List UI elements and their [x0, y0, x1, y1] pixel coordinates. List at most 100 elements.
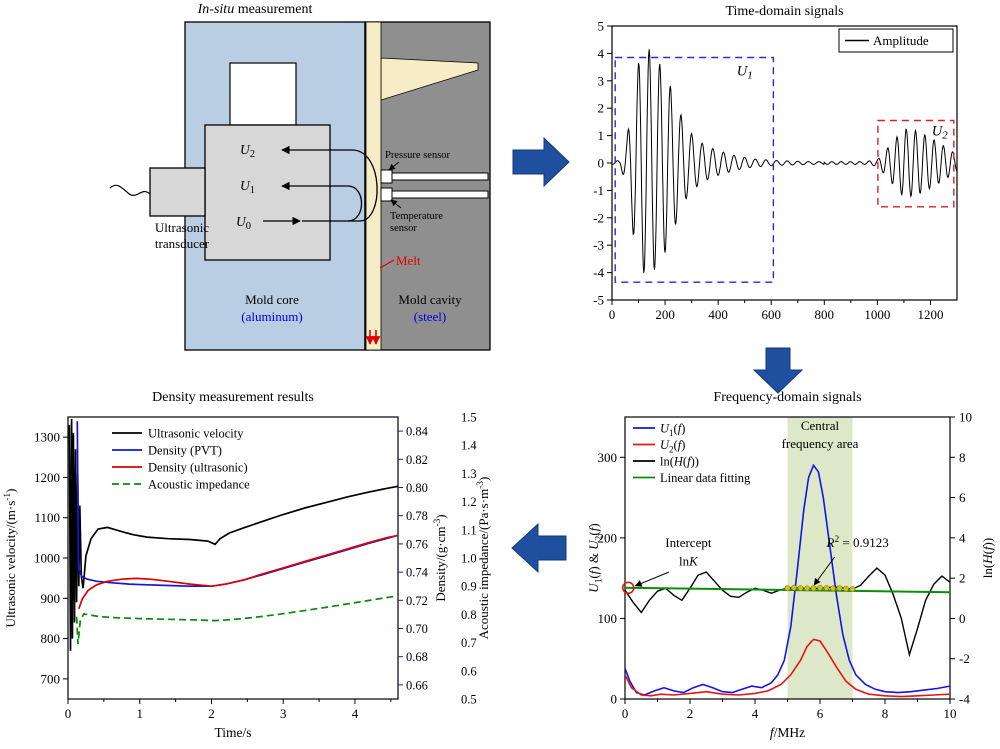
fit-point	[810, 585, 817, 592]
temperature-sensor-bar	[391, 190, 489, 199]
series-acoustic-impedance	[75, 594, 398, 645]
time-legend: Amplitude	[838, 28, 954, 53]
series-ultrasonic-velocity	[68, 418, 398, 651]
mold-core-label: Mold core	[245, 292, 299, 307]
svg-text:900: 900	[41, 591, 61, 606]
schematic-panel: In-situ measurement	[0, 0, 555, 385]
u1u2-axis-label: U1(f) & U2(f)	[586, 523, 604, 592]
svg-text:-3: -3	[593, 238, 604, 253]
svg-text:0.9: 0.9	[461, 580, 477, 594]
series-density-ultrasonic-	[77, 534, 398, 610]
svg-text:1.2: 1.2	[461, 495, 477, 509]
u2-echo-path	[281, 145, 378, 222]
svg-text:1.0: 1.0	[461, 552, 477, 566]
density-xlabel: Time/s	[214, 725, 251, 740]
region-box-u2	[877, 119, 955, 208]
intercept-circle-marker	[621, 581, 635, 595]
region-box-label: U2	[932, 124, 948, 142]
svg-text:4: 4	[959, 530, 966, 545]
mold-cavity-label: Mold cavity	[398, 292, 462, 307]
fit-point	[830, 585, 836, 592]
svg-text:Ultrasonic velocity: Ultrasonic velocity	[148, 427, 244, 441]
fit-point	[804, 585, 810, 592]
svg-text:1.5: 1.5	[461, 411, 477, 425]
svg-text:3: 3	[280, 706, 287, 721]
region-box-u1	[614, 56, 775, 283]
density-chart-title: Density measurement results	[152, 390, 314, 405]
temperature-pointer-arrow	[390, 199, 402, 209]
time-chart-title: Time-domain signals	[725, 4, 843, 19]
mold-cavity-sublabel: (steel)	[414, 309, 446, 324]
melt-channel	[365, 21, 382, 351]
svg-text:800: 800	[815, 307, 835, 322]
pressure-pointer-arrow	[388, 161, 400, 171]
transducer-cable	[109, 184, 151, 197]
svg-text:6: 6	[817, 706, 824, 721]
schematic-diagram: U2 U1 U0 Ultrasonic transducer Pressure …	[109, 21, 491, 351]
frequency-chart-title: Frequency-domain signals	[713, 390, 861, 405]
svg-text:0.7: 0.7	[461, 636, 477, 650]
svg-text:0.78: 0.78	[406, 509, 428, 523]
svg-text:0: 0	[622, 706, 629, 721]
svg-text:0: 0	[611, 692, 618, 707]
svg-text:1.1: 1.1	[461, 523, 477, 537]
svg-text:2: 2	[687, 706, 694, 721]
fit-point	[784, 585, 791, 592]
svg-text:0.84: 0.84	[406, 425, 429, 439]
svg-text:Density (PVT): Density (PVT)	[148, 444, 222, 458]
schematic-title: In-situ measurement	[100, 2, 410, 18]
svg-text:1000: 1000	[34, 551, 60, 566]
series-density-pvt-	[76, 421, 398, 588]
svg-text:300: 300	[598, 450, 618, 465]
svg-text:0.6: 0.6	[461, 664, 477, 678]
svg-text:Linear data fitting: Linear data fitting	[660, 471, 751, 485]
schematic-title-rest: measurement	[234, 2, 313, 17]
temperature-sensor-label-line2: sensor	[390, 223, 417, 234]
band-label-line2: frequency area	[782, 436, 859, 451]
svg-text:1200: 1200	[917, 307, 943, 322]
svg-text:Acoustic impedance: Acoustic impedance	[148, 478, 250, 492]
svg-text:0.82: 0.82	[406, 453, 428, 467]
svg-text:800: 800	[41, 631, 61, 646]
u2-label: U2	[240, 142, 255, 160]
u1-label: U1	[240, 178, 255, 196]
svg-text:2: 2	[598, 101, 605, 116]
svg-text:Amplitude: Amplitude	[873, 33, 929, 48]
lnH-axis-label: ln(H(f))	[980, 538, 995, 578]
pressure-sensor-head	[380, 169, 393, 184]
svg-text:0.8: 0.8	[461, 608, 477, 622]
transducer-label-line1: Ultrasonic	[155, 220, 209, 235]
svg-text:4: 4	[598, 46, 605, 61]
svg-text:0.76: 0.76	[406, 537, 428, 551]
svg-text:-2: -2	[959, 651, 970, 666]
schematic-title-italic: In-situ	[197, 2, 235, 17]
r2-annotation: R2 = 0.9123	[826, 535, 889, 550]
fit-point	[843, 585, 849, 592]
fit-point	[797, 585, 804, 592]
svg-text:2: 2	[208, 706, 215, 721]
svg-text:0.5: 0.5	[461, 693, 477, 707]
svg-text:1.4: 1.4	[461, 439, 477, 453]
svg-text:0.74: 0.74	[406, 566, 429, 580]
svg-text:0: 0	[598, 156, 605, 171]
pressure-sensor-label: Pressure sensor	[385, 150, 451, 161]
svg-text:4: 4	[752, 706, 759, 721]
central-frequency-band	[787, 417, 853, 699]
series-u2f	[625, 638, 950, 698]
mold-core-sublabel: (aluminum)	[241, 309, 302, 324]
frequency-xlabel: f/MHz	[770, 725, 805, 740]
svg-text:ln(H(f)): ln(H(f))	[660, 455, 699, 469]
temperature-sensor-label-line1: Temperature	[390, 211, 443, 222]
svg-text:10: 10	[959, 410, 972, 425]
svg-text:1: 1	[598, 128, 605, 143]
svg-text:10: 10	[944, 706, 957, 721]
svg-text:0: 0	[609, 307, 616, 322]
svg-text:-5: -5	[593, 293, 604, 308]
band-label-line1: Central	[801, 418, 840, 433]
svg-text:Density (ultrasonic): Density (ultrasonic)	[148, 461, 248, 475]
